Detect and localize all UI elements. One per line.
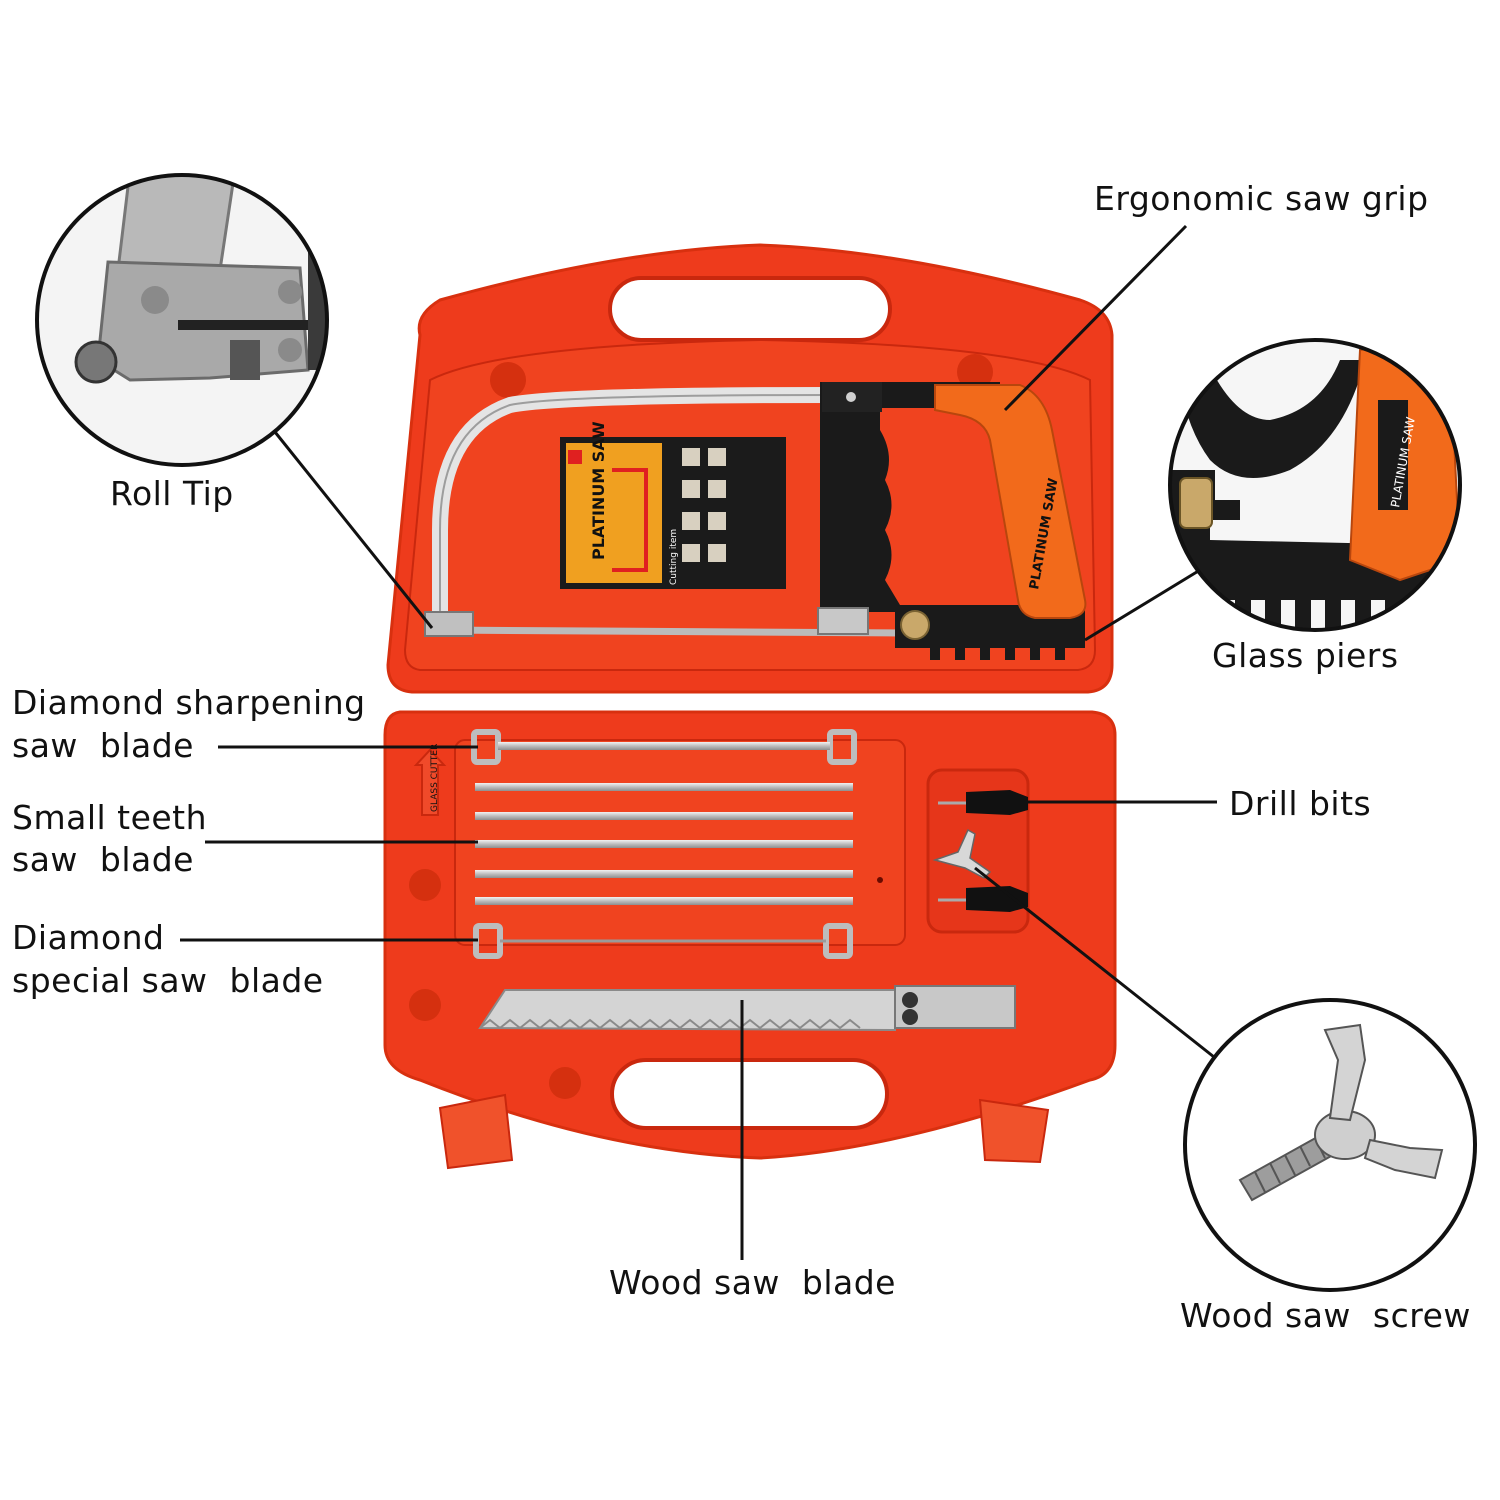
- saw-grip-handle: [934, 384, 1087, 619]
- saw-black-frame: [820, 382, 1085, 648]
- leader-roll-tip: [273, 431, 434, 629]
- card-title: PLATINUM SAW: [589, 421, 608, 560]
- base-handle-hole: [610, 1058, 889, 1130]
- small-teeth-blades: [475, 783, 853, 905]
- leader-wood-saw-screw: [974, 866, 1215, 1059]
- callout-drill-bits: Drill bits: [1229, 784, 1372, 823]
- case-latch-left: [438, 1093, 514, 1170]
- callout-glass-piers: Glass piers: [1212, 636, 1399, 675]
- callout-diamond-special-line1: Diamond: [12, 918, 165, 957]
- inset-roll-tip: [35, 173, 329, 467]
- leader-lines: [180, 224, 1217, 1260]
- case-latch-right: [978, 1098, 1050, 1164]
- blade-set: GLASS CUTTER: [413, 729, 1028, 1032]
- inset-wood-saw-screw: [1183, 998, 1477, 1292]
- callout-ergonomic-grip: Ergonomic saw grip: [1094, 179, 1429, 218]
- callout-small-teeth-line2: saw blade: [12, 840, 194, 879]
- inset-glass-piers: PLATINUM SAW: [1168, 338, 1462, 632]
- callout-diamond-sharpening-line2: saw blade: [12, 726, 194, 765]
- leader-glass-piers: [1084, 568, 1201, 642]
- peg-hole: [409, 989, 441, 1021]
- callout-roll-tip: Roll Tip: [110, 474, 234, 513]
- peg-hole: [409, 869, 441, 901]
- glass-cutter-label: GLASS CUTTER: [430, 744, 440, 812]
- roll-tip-clamp: [424, 611, 474, 637]
- lid-handle-hole: [608, 276, 892, 342]
- callout-small-teeth-line1: Small teeth: [12, 798, 208, 837]
- callout-diamond-sharpening-line1: Diamond sharpening: [12, 683, 366, 722]
- peg-hole: [490, 362, 526, 398]
- callout-wood-saw-screw: Wood saw screw: [1180, 1296, 1471, 1335]
- callout-diamond-special-line2: special saw blade: [12, 961, 324, 1000]
- peg-hole: [549, 1067, 581, 1099]
- wood-saw-blade: [478, 985, 1016, 1032]
- instruction-card: PLATINUM SAW Cutting item: [560, 421, 786, 589]
- callout-wood-saw-blade: Wood saw blade: [609, 1263, 896, 1302]
- thumb-screw: [900, 610, 930, 640]
- leader-ergonomic-grip: [1003, 224, 1188, 412]
- drill-bits: [932, 790, 1028, 912]
- hacksaw: PLATINUM SAW: [424, 382, 1087, 660]
- wing-nut: [932, 828, 992, 879]
- peg-hole: [957, 354, 993, 390]
- card-section: Cutting item: [669, 529, 679, 585]
- glass-cutter: GLASS CUTTER: [413, 744, 447, 816]
